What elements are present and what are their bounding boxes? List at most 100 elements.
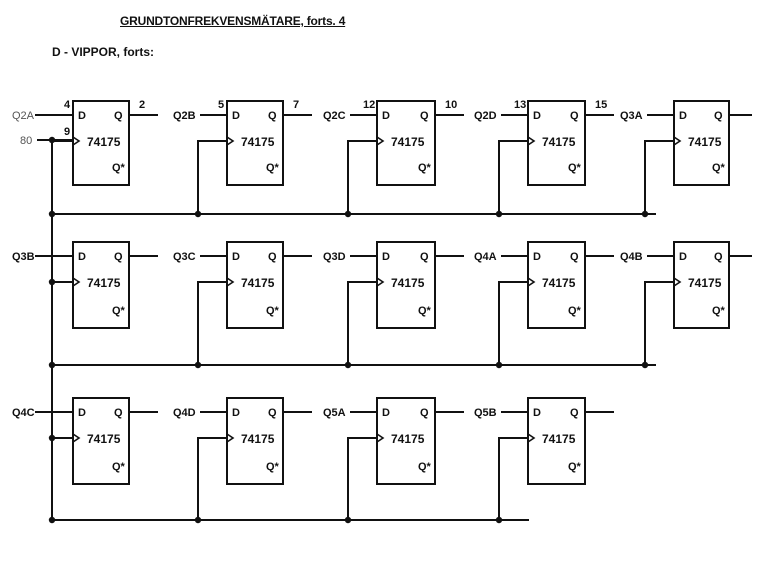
- chip-type-label: 74175: [241, 135, 275, 149]
- flipflop-74175-box: [72, 397, 130, 485]
- pin-qbar-label: Q*: [266, 305, 280, 317]
- pin-d-label: D: [382, 251, 390, 263]
- clock-drop-dot: [344, 210, 352, 218]
- pin-qbar-label: Q*: [266, 162, 280, 174]
- chip-type-label: 74175: [87, 276, 121, 290]
- chip-type-label: 74175: [87, 432, 121, 446]
- clock-triangle-mark: [673, 277, 682, 287]
- chip-type-label: 74175: [542, 135, 576, 149]
- flipflop-74175-box: [376, 100, 436, 186]
- pin-number-q: 15: [595, 99, 607, 111]
- pin-d-label: D: [232, 407, 240, 419]
- clock-triangle-mark: [72, 277, 81, 287]
- clock-feed-dot: [48, 434, 56, 442]
- d-input-label: Q3B: [12, 251, 35, 263]
- flipflop-74175-box: [376, 241, 436, 329]
- chip-type-label: 74175: [87, 135, 121, 149]
- clock-triangle-mark: [226, 136, 235, 146]
- pin-q-label: Q: [268, 251, 277, 263]
- pin-qbar-label: Q*: [112, 305, 126, 317]
- pin-qbar-label: Q*: [418, 461, 432, 473]
- pin-q-label: Q: [114, 407, 123, 419]
- bus-junction-dot: [48, 210, 56, 218]
- d-input-label: Q5A: [323, 407, 346, 419]
- pin-d-label: D: [382, 110, 390, 122]
- clock-drop-dot: [641, 210, 649, 218]
- pin-q-label: Q: [570, 407, 579, 419]
- pin-number-q: 7: [293, 99, 299, 111]
- pin-q-label: Q: [420, 110, 429, 122]
- pin-qbar-label: Q*: [568, 162, 582, 174]
- flipflop-74175-box: [376, 397, 436, 485]
- d-input-label: Q2A: [12, 110, 35, 122]
- pin-d-label: D: [533, 407, 541, 419]
- bus-junction-dot: [48, 516, 56, 524]
- d-input-label: Q2B: [173, 110, 196, 122]
- pin-q-label: Q: [268, 110, 277, 122]
- pin-q-label: Q: [570, 251, 579, 263]
- pin-q-label: Q: [420, 251, 429, 263]
- clock-triangle-mark: [72, 136, 81, 146]
- clock-triangle-mark: [673, 136, 682, 146]
- chip-type-label: 74175: [241, 432, 275, 446]
- pin-qbar-label: Q*: [568, 305, 582, 317]
- pin-qbar-label: Q*: [112, 461, 126, 473]
- clock-drop-dot: [495, 361, 503, 369]
- pin-q-label: Q: [114, 251, 123, 263]
- d-input-label: Q4D: [173, 407, 196, 419]
- pin-number-q: 2: [139, 99, 145, 111]
- chip-type-label: 74175: [542, 276, 576, 290]
- clock-triangle-mark: [72, 433, 81, 443]
- pin-q-label: Q: [714, 251, 723, 263]
- pin-qbar-label: Q*: [568, 461, 582, 473]
- chip-type-label: 74175: [391, 135, 425, 149]
- flipflop-74175-box: [72, 100, 130, 186]
- pin-qbar-label: Q*: [712, 162, 726, 174]
- chip-type-label: 74175: [688, 276, 722, 290]
- clock-input-label: 80: [20, 135, 32, 147]
- pin-q-label: Q: [714, 110, 723, 122]
- section-subtitle: D - VIPPOR, forts:: [52, 45, 155, 59]
- chip-type-label: 74175: [688, 135, 722, 149]
- clock-triangle-mark: [226, 277, 235, 287]
- pin-d-label: D: [533, 110, 541, 122]
- clock-drop-dot: [194, 516, 202, 524]
- chip-type-label: 74175: [391, 276, 425, 290]
- pin-qbar-label: Q*: [266, 461, 280, 473]
- pin-number-d: 4: [64, 99, 71, 111]
- pin-number-clk: 9: [64, 126, 70, 138]
- clock-triangle-mark: [376, 277, 385, 287]
- d-input-label: Q4C: [12, 407, 35, 419]
- pin-q-label: Q: [114, 110, 123, 122]
- d-input-label: Q3A: [620, 110, 643, 122]
- page-title: GRUNDTONFREKVENSMÄTARE, forts. 4: [120, 14, 346, 28]
- pin-qbar-label: Q*: [112, 162, 126, 174]
- pin-d-label: D: [232, 110, 240, 122]
- clock-drop-dot: [495, 516, 503, 524]
- pin-d-label: D: [679, 251, 687, 263]
- chip-type-label: 74175: [241, 276, 275, 290]
- clock-drop-dot: [194, 361, 202, 369]
- pin-q-label: Q: [570, 110, 579, 122]
- pin-number-d: 5: [218, 99, 224, 111]
- pin-d-label: D: [679, 110, 687, 122]
- pin-number-d: 13: [514, 99, 526, 111]
- flipflop-74175-box: [673, 241, 730, 329]
- bus-junction-dot: [48, 361, 56, 369]
- flipflop-74175-box: [226, 100, 284, 186]
- pin-d-label: D: [78, 407, 86, 419]
- d-input-label: Q4A: [474, 251, 497, 263]
- clock-feed-dot: [48, 278, 56, 286]
- flipflop-74175-box: [673, 100, 730, 186]
- d-input-label: Q2C: [323, 110, 346, 122]
- clock-triangle-mark: [376, 433, 385, 443]
- pin-qbar-label: Q*: [712, 305, 726, 317]
- clock-triangle-mark: [376, 136, 385, 146]
- pin-d-label: D: [533, 251, 541, 263]
- pin-d-label: D: [232, 251, 240, 263]
- flipflop-74175-box: [527, 100, 586, 186]
- pin-number-d: 12: [363, 99, 375, 111]
- pin-number-q: 10: [445, 99, 457, 111]
- flipflop-74175-box: [226, 397, 284, 485]
